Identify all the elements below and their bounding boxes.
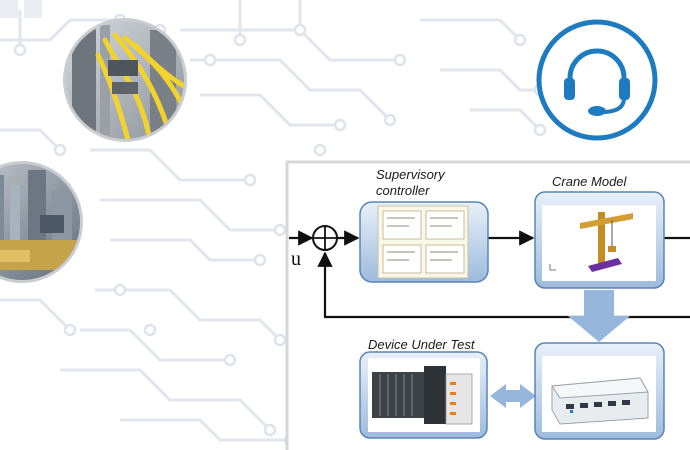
summing-junction	[312, 225, 338, 251]
device-under-test-block	[359, 351, 488, 439]
input-symbol: u	[291, 248, 301, 270]
hil-simulator-block	[534, 342, 665, 440]
signal-lines	[289, 230, 690, 319]
supervisory-controller-label-line1: Supervisory	[376, 167, 445, 182]
crane-model-label: Crane Model	[552, 174, 627, 189]
supervisory-controller-block	[359, 201, 489, 283]
cables-photo	[63, 18, 187, 142]
crane-model-block	[534, 191, 665, 289]
headset-icon	[536, 19, 658, 141]
bidirectional-arrow	[490, 384, 536, 408]
factory-photo	[0, 161, 83, 283]
crane-to-hil-arrow	[568, 290, 630, 342]
supervisory-controller-label-line2: controller	[376, 183, 430, 198]
device-under-test-label: Device Under Test	[368, 337, 475, 352]
circuit-background	[0, 0, 542, 442]
